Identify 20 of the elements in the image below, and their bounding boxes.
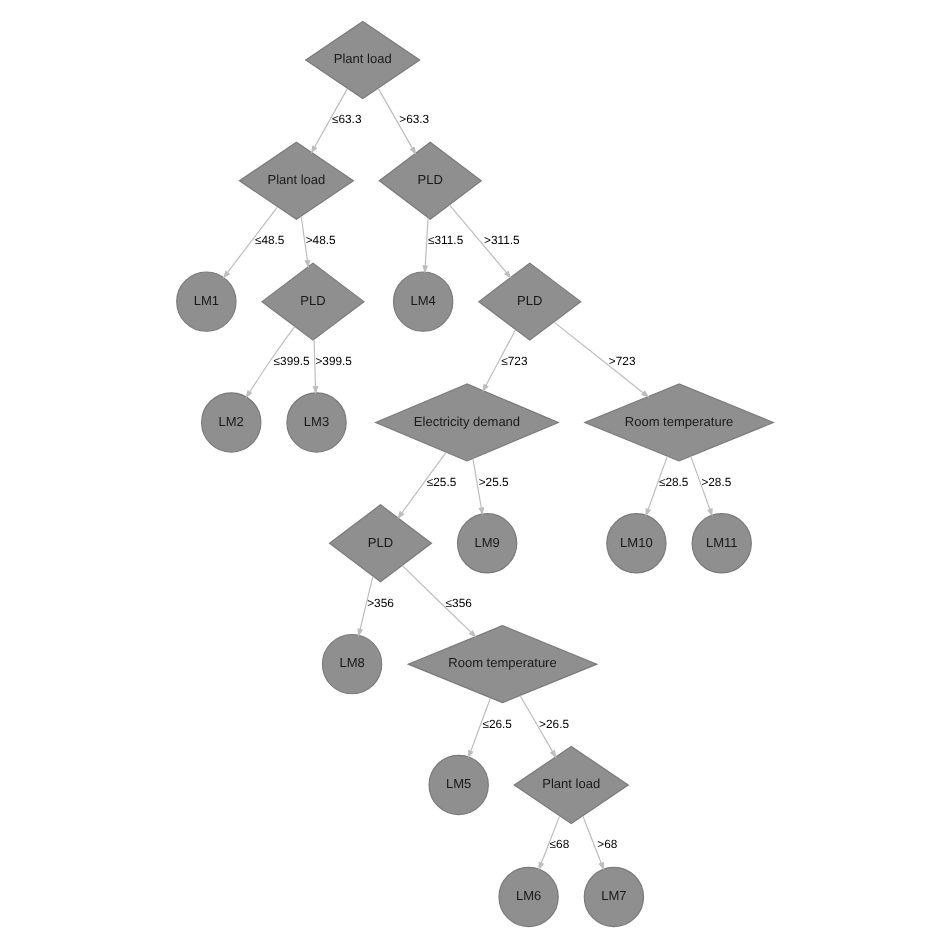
arrow [518,694,556,759]
arrow [396,451,446,520]
arrow [537,815,560,871]
arrow [309,88,347,154]
arrow [356,575,373,637]
arrow [644,455,667,517]
arrow [481,329,516,393]
arrow [689,455,712,517]
arrow [581,815,604,871]
arrow [376,88,416,156]
arrow [552,321,649,398]
arrow [400,565,476,638]
arrow [244,326,295,399]
arrow [311,338,318,395]
arrow [471,457,484,516]
arrow [299,215,310,269]
arrow [447,204,511,279]
arrow [467,697,491,759]
arrow [421,217,428,274]
arrow [221,206,277,279]
